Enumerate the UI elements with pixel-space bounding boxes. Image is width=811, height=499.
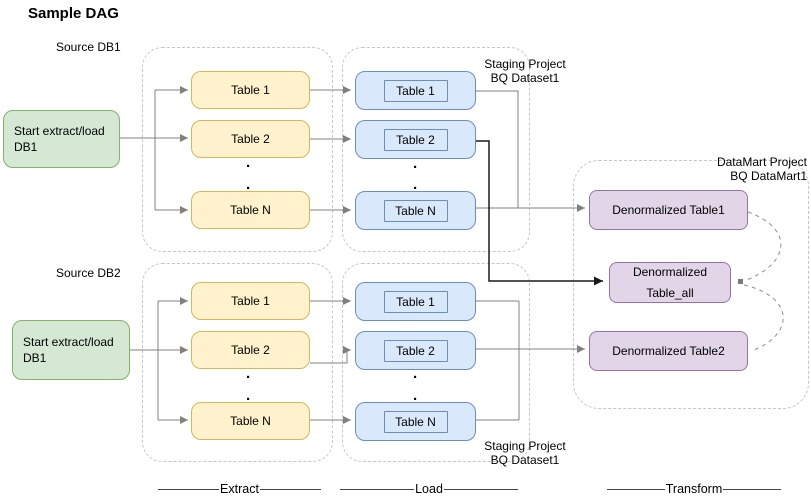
ellipsis-dot: . [413,176,418,193]
stage-label-transform: Transform [607,482,781,496]
load-db1-tableN-node: Table N [355,191,476,230]
connector-load1-tableall [476,140,603,286]
load-db1-table2-inner: Table 2 [383,128,448,151]
ellipsis-dot: . [413,365,418,382]
stage-line [340,488,415,490]
stage-line [259,488,321,490]
start-node-db1: Start extract/load DB1 [3,110,120,168]
datamart-project-label-line1: DataMart Project [716,155,807,169]
load-db1-tableN-inner: Table N [383,199,448,222]
start-node-db2: Start extract/load DB1 [12,320,130,380]
load-db1-table1-inner: Table 1 [383,79,448,102]
denormalized-table2-node: Denormalized Table2 [589,331,748,371]
extract-db1-tableN-node: Table N [191,191,310,229]
source-db2-label: Source DB2 [56,266,121,280]
denormalized-tableall-label: Denormalized Table_all [632,264,708,300]
connector-extract2-load2 [310,346,351,364]
source-db1-label: Source DB1 [56,40,121,54]
extract-db2-tableN-node: Table N [191,402,310,440]
stage-label-load: Load [340,482,518,496]
denormalized-tableall-node: Denormalized Table_all [609,262,731,303]
ellipsis-dot: . [413,387,418,404]
staging-project-label-bottom-line2: BQ Dataset1 [490,453,560,467]
stage-line [158,488,220,490]
connector-load2-merge [476,300,520,421]
load-db2-tableN-inner: Table N [383,410,448,433]
ellipsis-dot: . [413,155,418,172]
extract-group-db1 [142,47,333,252]
arc-junction-dot [738,279,743,284]
connector-load1-merge [476,90,519,208]
load-db2-table1-inner: Table 1 [383,290,448,313]
stage-label-extract-text: Extract [220,482,259,496]
load-db2-table1-node: Table 1 [355,282,476,321]
denormalized-table1-node: Denormalized Table1 [589,190,748,230]
arc-denorm1-tableall [743,211,782,282]
extract-db1-table1-node: Table 1 [191,71,310,109]
load-db2-tableN-node: Table N [355,402,476,441]
stage-line [443,488,518,490]
arc-tableall-denorm2 [743,284,784,352]
stage-label-load-text: Load [415,482,443,496]
stage-line [607,488,665,490]
datamart-group [573,160,809,409]
load-db1-table2-node: Table 2 [355,120,476,159]
staging-project-label-top-line1: Staging Project [484,57,566,71]
stage-label-extract: Extract [158,482,321,496]
datamart-project-label-line2: BQ DataMart1 [730,169,807,183]
load-group-db1 [342,47,530,252]
ellipsis-dot: . [246,154,251,171]
stage-line [723,488,781,490]
staging-project-label-bottom-line1: Staging Project [484,439,566,453]
extract-db2-table2-node: Table 2 [191,331,310,369]
ellipsis-dot: . [246,387,251,404]
extract-db2-table1-node: Table 1 [191,282,310,320]
load-db2-table2-inner: Table 2 [383,339,448,362]
staging-project-label-bottom: Staging Project BQ Dataset1 [470,439,580,467]
load-db1-table1-node: Table 1 [355,71,476,110]
extract-db1-table2-node: Table 2 [191,120,310,158]
datamart-project-label: DataMart Project BQ DataMart1 [650,155,807,183]
load-db2-table2-node: Table 2 [355,331,476,370]
staging-project-label-top-line2: BQ Dataset1 [490,71,560,85]
stage-label-transform-text: Transform [665,482,723,496]
ellipsis-dot: . [246,365,251,382]
ellipsis-dot: . [246,176,251,193]
diagram-title: Sample DAG [28,5,119,22]
staging-project-label-top: Staging Project BQ Dataset1 [470,57,580,85]
connector-group [120,86,784,424]
